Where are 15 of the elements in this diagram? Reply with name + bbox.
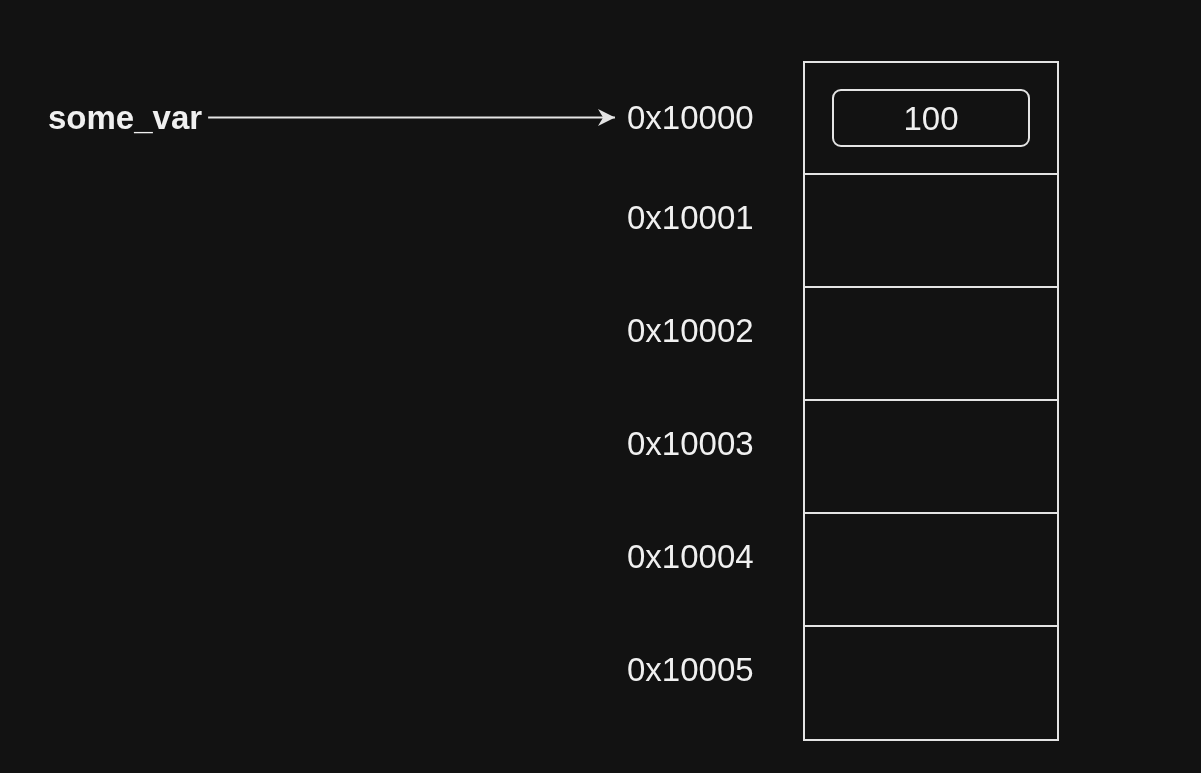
arrow <box>207 109 616 126</box>
address-label: 0x10000 <box>627 101 754 134</box>
value-box: 100 <box>832 89 1030 147</box>
memory-cell <box>803 173 1059 288</box>
variable-name: some_var <box>48 101 203 134</box>
address-label: 0x10004 <box>627 540 754 573</box>
address-label: 0x10005 <box>627 653 754 686</box>
address-label: 0x10003 <box>627 427 754 460</box>
memory-cell <box>803 399 1059 514</box>
memory-cell <box>803 286 1059 401</box>
memory-cell <box>803 512 1059 627</box>
memory-cell <box>803 625 1059 741</box>
address-label: 0x10002 <box>627 314 754 347</box>
memory-cell <box>803 61 1059 175</box>
address-label: 0x10001 <box>627 201 754 234</box>
